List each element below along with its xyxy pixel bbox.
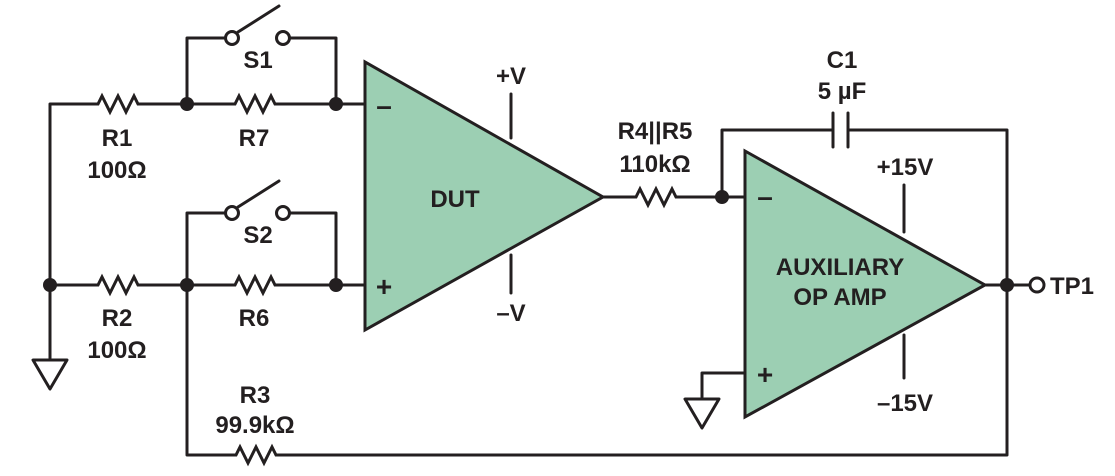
label-r1: R1 — [102, 125, 133, 152]
wire-r3-left — [185, 283, 232, 457]
resistor-r6 — [229, 273, 279, 297]
label-dut: DUT — [430, 186, 480, 213]
resistor-r4r5 — [630, 185, 680, 209]
wire-c1-left — [720, 128, 835, 199]
junction-dot — [43, 278, 57, 292]
wire-s1-right — [288, 36, 338, 106]
label-tp1: TP1 — [1050, 273, 1094, 300]
switch-s2-contact-left — [224, 205, 240, 221]
wire-ground-column — [48, 102, 94, 287]
resistor-r7 — [229, 92, 279, 116]
label-r4r5: R4||R5 — [618, 118, 693, 145]
label-r6: R6 — [239, 305, 270, 332]
ground-symbol-left — [31, 358, 69, 391]
output-terminal-tp1 — [1028, 276, 1046, 294]
label-r3-value: 99.9kΩ — [215, 412, 294, 439]
resistor-r3 — [230, 443, 280, 467]
junctions — [43, 97, 1014, 292]
label-aux-supply-neg: –15V — [877, 390, 933, 417]
switch-s1-blade — [236, 4, 281, 34]
switch-s2-contact-right — [275, 205, 291, 221]
capacitor-c1 — [831, 111, 850, 149]
aux-inverting-sign: – — [757, 181, 773, 212]
label-r1-value: 100Ω — [87, 157, 146, 184]
resistor-r2 — [92, 273, 142, 297]
resistors — [92, 92, 680, 467]
junction-dot — [715, 190, 729, 204]
ground-symbol-aux — [683, 397, 721, 430]
wire-c1-right — [846, 128, 1009, 287]
label-dut-supply-neg: –V — [496, 300, 525, 327]
dut-noninverting-sign: + — [376, 271, 392, 302]
label-r4r5-value: 110kΩ — [619, 151, 690, 178]
switch-s2-blade — [236, 179, 281, 209]
wire-s1-left — [185, 36, 227, 106]
junction-dot — [329, 278, 343, 292]
label-r3: R3 — [240, 382, 271, 409]
junction-dot — [329, 97, 343, 111]
switch-s1 — [224, 4, 291, 46]
label-aux-line2: OP AMP — [793, 284, 886, 311]
dut-inverting-sign: – — [376, 90, 392, 121]
wire-s2-right — [288, 211, 338, 287]
labels: S1 R1 100Ω R7 S2 R2 100Ω R6 R3 99.9kΩ R4… — [87, 47, 1094, 439]
junction-dot — [180, 278, 194, 292]
switch-s1-contact-right — [275, 30, 291, 46]
label-dut-supply-pos: +V — [496, 63, 526, 90]
label-c1-value: 5 µF — [818, 78, 867, 105]
wire-r3-right — [278, 283, 1009, 457]
dut-amplifier — [363, 59, 607, 333]
wire-s2-left — [185, 211, 227, 287]
wire-aux-noninv-ground — [700, 371, 747, 399]
resistor-r1 — [92, 92, 142, 116]
label-r2-value: 100Ω — [87, 337, 146, 364]
label-r2: R2 — [102, 305, 133, 332]
label-s2: S2 — [243, 222, 272, 249]
label-r7: R7 — [239, 125, 270, 152]
label-s1: S1 — [243, 47, 272, 74]
label-aux-supply-pos: +15V — [877, 154, 934, 181]
label-aux-line1: AUXILIARY — [776, 254, 904, 281]
label-c1: C1 — [827, 47, 858, 74]
junction-dot — [180, 97, 194, 111]
aux-noninverting-sign: + — [757, 359, 773, 390]
switch-s1-contact-left — [224, 30, 240, 46]
junction-dot — [1000, 278, 1014, 292]
switch-s2 — [224, 179, 291, 221]
auxiliary-op-amp — [743, 148, 989, 420]
